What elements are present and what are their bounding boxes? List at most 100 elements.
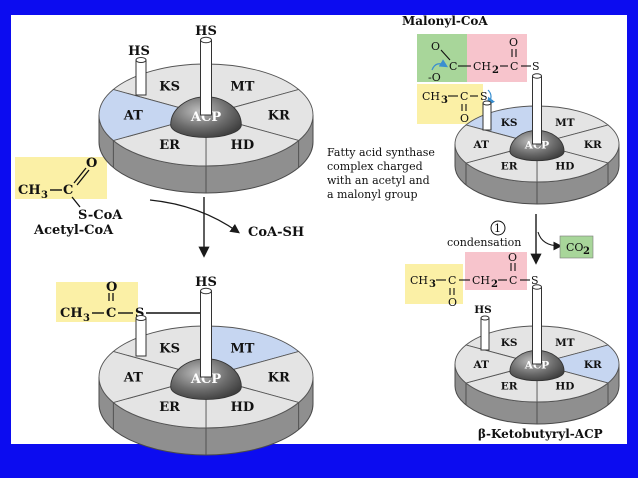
- domain-label-ks: KS: [159, 80, 180, 95]
- domain-label-er: ER: [159, 400, 180, 415]
- co2-box: [559, 235, 594, 259]
- step-number: 1: [494, 222, 501, 235]
- synthase-complexes: KS MT KR HD ER AT ACP HS HS KS MT KR HD ER AT ACP HS KS MT…: [98, 24, 620, 456]
- malonyl-thio-oxygen: O: [509, 36, 518, 49]
- acp-arm-cap: [532, 73, 542, 79]
- domain-label-kr: KR: [584, 139, 602, 151]
- malonyl-sulfur: S: [532, 60, 540, 73]
- acp-label: ACP: [524, 360, 550, 372]
- domain-sector-mt: [205, 325, 300, 378]
- domain-label-er: ER: [159, 138, 180, 153]
- malonyl-carboxyl-oxygen: O: [431, 40, 440, 53]
- domain-label-at: AT: [123, 109, 143, 124]
- acetyl-coa-oxygen: O: [86, 156, 97, 171]
- ks-arm-cap: [482, 100, 492, 106]
- domain-label-hd: HD: [555, 380, 574, 392]
- domain-label-mt: MT: [230, 80, 254, 95]
- malonyl-curve-arrow: [431, 59, 449, 71]
- domain-sector-at: [454, 124, 539, 164]
- acp-thiol-label: HS: [195, 275, 217, 290]
- ketobutyryl-sulfur: S: [531, 274, 539, 287]
- domain-label-at: AT: [123, 371, 143, 386]
- co2-text: CO: [566, 241, 583, 254]
- ks-arm: [135, 317, 147, 357]
- acp-dome: [170, 96, 242, 138]
- ketobutyryl-ch3-subscript: 3: [429, 279, 436, 290]
- acetyl-coa-ch3: CH: [18, 183, 41, 198]
- domain-sector-at: [98, 351, 208, 403]
- ks-arm: [482, 102, 492, 131]
- acp-label: ACP: [190, 372, 221, 387]
- acetyl-coa-group: CH 3 C O S-CoA Acetyl-CoA: [15, 156, 123, 238]
- acp-dome: [509, 349, 565, 382]
- coa-sh-label: CoA-SH: [248, 225, 304, 240]
- ketobutyryl-group: CH 3 C O CH 2 C O S: [405, 251, 539, 309]
- acp-arm-cap: [532, 284, 542, 290]
- acetyl-on-ks-group: CH 3 C O S: [417, 84, 495, 125]
- ketobutyryl-acetyl-box: [405, 264, 463, 304]
- acp-label: ACP: [190, 110, 221, 125]
- acp-arm-cap: [200, 36, 212, 44]
- ketobutyryl-ch2: CH: [472, 274, 490, 287]
- domain-label-er: ER: [501, 160, 518, 172]
- acetyl-loaded-ch3-subscript: 3: [83, 313, 90, 324]
- malonyl-coa-label: Malonyl-CoA: [402, 14, 488, 28]
- ks-arm: [480, 317, 490, 351]
- acp-arm-cap: [200, 287, 212, 295]
- ks-arm-cap: [135, 315, 147, 321]
- acp-thiol-label: HS: [195, 24, 217, 39]
- malonyl-ch2-subscript: 2: [492, 65, 499, 76]
- acp-label: ACP: [524, 140, 550, 152]
- acetyl-coa-s-coa: S-CoA: [78, 208, 123, 223]
- domain-label-hd: HD: [231, 400, 255, 415]
- acetyl-loaded-carbon: C: [106, 306, 116, 321]
- domain-label-kr: KR: [268, 109, 290, 124]
- acetyl-loaded-sulfur: S: [135, 306, 144, 321]
- step-number-circle: [490, 220, 506, 236]
- malonyl-highlight-box: [467, 34, 527, 82]
- domain-sector-kr: [204, 89, 314, 141]
- domain-label-ks: KS: [501, 117, 518, 129]
- acp-arm: [532, 75, 542, 145]
- acetyl-coa-ch3-subscript: 3: [41, 190, 48, 201]
- acetyl-on-ks-sulfur: S: [480, 90, 488, 103]
- domain-label-at: AT: [473, 359, 490, 371]
- domain-label-mt: MT: [555, 117, 575, 129]
- domain-label-hd: HD: [555, 160, 574, 172]
- malonyl-group: O C -O CH 2 C O S: [417, 34, 540, 84]
- ketobutyryl-malonyl-box: [465, 252, 527, 290]
- domain-label-ks: KS: [501, 337, 518, 349]
- domain-label-mt: MT: [230, 342, 254, 357]
- malonyl-carboxyl-carbon: C: [449, 60, 457, 73]
- ks-arm: [135, 59, 147, 96]
- product-label: β-Ketobutyryl-ACP: [478, 427, 603, 441]
- ketobutyryl-carbon-1: C: [448, 274, 456, 287]
- acetyl-loaded-oxygen: O: [106, 280, 117, 295]
- acetyl-coa-carbonyl-bond-2: [76, 169, 90, 186]
- domain-sector-mt: [205, 63, 300, 116]
- domain-label-ks: KS: [159, 342, 180, 357]
- domain-sector-kr: [535, 344, 620, 384]
- acetyl-coa-label: Acetyl-CoA: [33, 223, 114, 238]
- step-name: condensation: [447, 236, 521, 249]
- domain-sector-kr: [204, 351, 314, 403]
- acetyl-loaded-ch3: CH: [60, 306, 83, 321]
- ks-thiol-label: HS: [128, 44, 150, 59]
- ketobutyryl-ch2-subscript: 2: [491, 279, 498, 290]
- acetyl-coa-s-bond: [71, 196, 81, 208]
- ketobutyryl-oxygen-2: O: [508, 251, 517, 264]
- malonyl-thio-carbon: C: [510, 60, 518, 73]
- acetyl-on-ks-highlight-box: [417, 84, 483, 124]
- domain-sector-kr: [535, 124, 620, 164]
- domain-sector-at: [98, 89, 208, 141]
- ketobutyryl-oxygen-1: O: [448, 296, 457, 309]
- caption-line-2: complex charged: [327, 160, 423, 173]
- acetyl-coa-carbonyl-bond-1: [73, 167, 87, 184]
- ks-arm-cap: [135, 57, 147, 63]
- acp-dome: [509, 129, 565, 162]
- domain-label-kr: KR: [584, 359, 602, 371]
